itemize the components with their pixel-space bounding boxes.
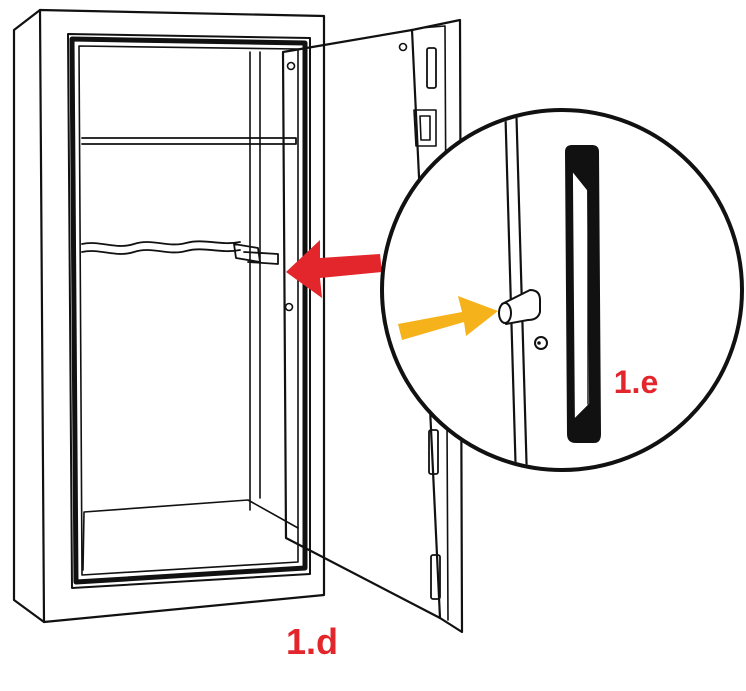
door-screw-hole (286, 61, 296, 71)
detail-keyhole (534, 336, 548, 350)
step-label-1e: 1.e (614, 364, 658, 400)
cabinet-front-edge (38, 8, 46, 624)
safe-cabinet (12, 8, 326, 624)
door-frame-inner (78, 45, 299, 576)
interior-floor (82, 499, 299, 571)
door-frame-gasket (69, 36, 308, 585)
red-arrow (286, 240, 382, 298)
detail-circle (380, 108, 744, 472)
detail-door-edge (503, 112, 529, 468)
door-bolt-bottom (430, 554, 441, 600)
detail-callout (380, 108, 744, 472)
step-label-1d: 1.d (286, 621, 338, 662)
detail-handle-inner (571, 169, 591, 421)
door-bolt-top (426, 47, 437, 89)
door-screw-hole (398, 42, 408, 52)
rack-bracket (233, 243, 279, 265)
cabinet-outline (12, 8, 326, 624)
detail-handle-bevel (569, 163, 591, 425)
detail-keyhole-pin (537, 341, 541, 345)
door-screw-hole (284, 302, 294, 312)
yellow-arrow (398, 296, 498, 340)
door-frame-outer (67, 33, 311, 589)
gun-rack (81, 240, 241, 255)
door-lock-box (413, 109, 437, 147)
detail-content (498, 112, 601, 468)
detail-bolt-tip (498, 302, 512, 324)
door-bolt-mid (428, 429, 439, 475)
shelf-top (81, 137, 297, 145)
interior-back-wall (249, 51, 261, 511)
